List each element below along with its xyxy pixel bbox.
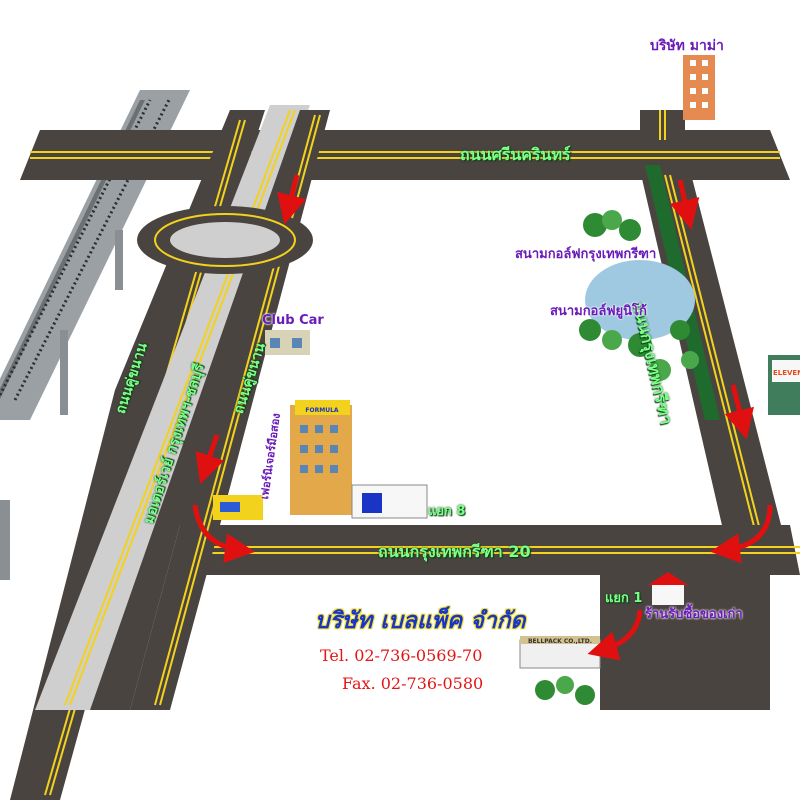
formula-sign: FORMULA [305,407,338,414]
label-krungthep-kreetha-20: ถนนกรุงเทพกรีฑา 20 [378,542,531,561]
label-yaek-1: แยก 1 [605,591,643,606]
label-mama-company: บริษัท มาม่า [650,38,724,54]
direction-arrows [192,174,773,661]
formula-building: FORMULA [290,400,352,515]
arrow-turn-right [710,504,773,564]
road-krungthep-kreetha-20 [180,525,800,575]
company-fax: Fax. 02-736-0580 [342,674,484,693]
label-golf-krungthep: สนามกอล์ฟกรุงเทพกรีฑา [515,247,657,262]
arrow-krungthep-kreetha-top [670,179,700,230]
label-club-car: Club Car [262,313,324,328]
golf-course-trees [579,210,699,381]
road-to-mama [640,110,685,140]
seven-eleven-sign: ELEVEN [773,369,800,377]
arrow-turn-left [192,504,255,564]
bellpack-building: BELLPACK CO.,LTD. [519,636,601,705]
arrow-to-bellpack [587,609,643,661]
label-srinakarin: ถนนศรีนครินทร์ [460,145,571,164]
arrow-kukhanan [195,434,225,485]
arrow-krungthep-kreetha-mid [724,384,754,440]
arrow-srinakarin [277,174,307,225]
low-buildings [213,484,428,520]
seven-eleven-store: ELEVEN [768,355,800,415]
company-tel: Tel. 02-736-0569-70 [320,646,483,665]
mama-building [683,55,715,120]
junk-shop-house [648,572,688,605]
u-turn-loop [137,206,313,274]
label-junk-shop: ร้านรับซื้อของเก่า [645,607,743,622]
label-golf-unico: สนามกอล์ฟยูนิโก้ [550,304,647,319]
bellpack-sign: BELLPACK CO.,LTD. [528,638,592,645]
company-name: บริษัท เบลแพ็ค จำกัด [315,608,526,634]
label-yaek-8: แยก 8 [428,504,466,519]
club-car-building [265,330,310,355]
